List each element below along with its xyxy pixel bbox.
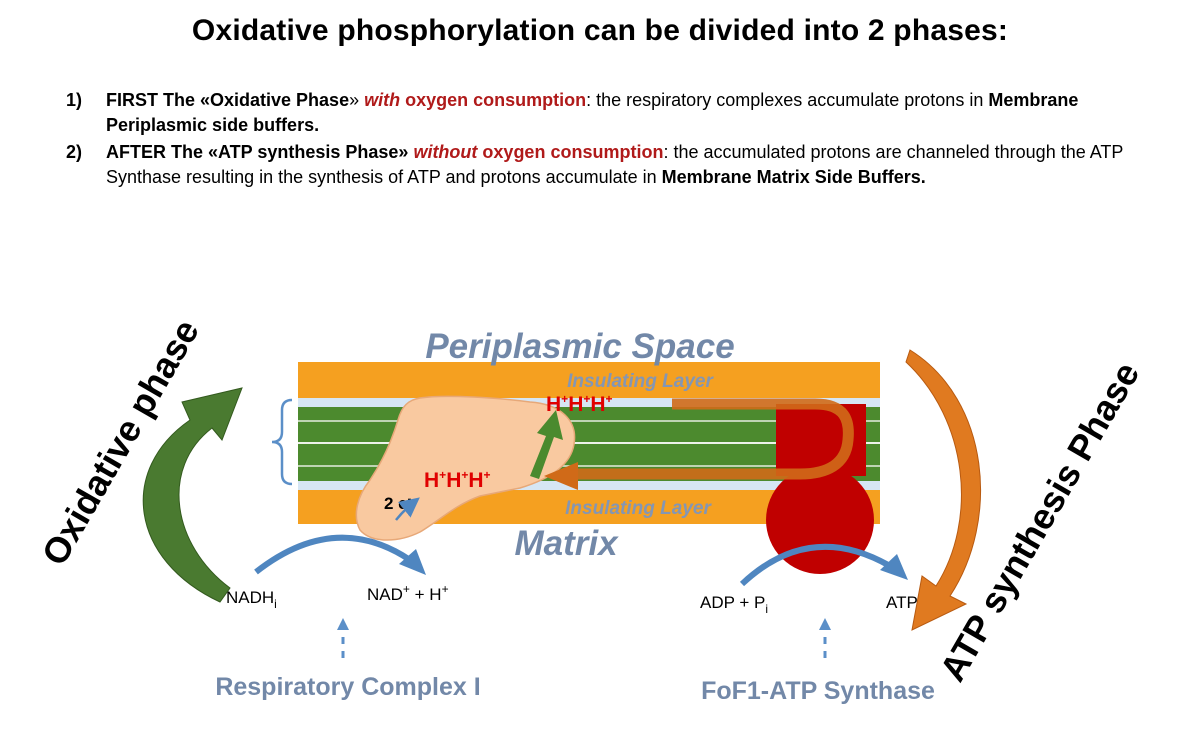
membrane-band-top <box>298 398 880 407</box>
complex-pointer-head <box>337 618 349 630</box>
atp-synthesis-phase-arrow <box>905 349 982 631</box>
proton-return-path <box>575 398 854 480</box>
atp-label: ATP <box>886 593 918 612</box>
insulating-layer-bottom-label: Insulating Layer <box>565 498 712 519</box>
atp-synthase-label: FoF1-ATP Synthase <box>701 677 935 705</box>
item-1-tail: Membrane Periplasmic side buffers. <box>106 90 1079 135</box>
nad-label: NAD+ + H+ <box>367 582 449 604</box>
item-1-qualifier: with <box>364 90 401 110</box>
synthase-reaction-arrowhead <box>880 554 908 580</box>
protons-mid: H+H+H+ <box>424 468 491 492</box>
proton-pump-arrow <box>530 410 563 479</box>
oxidative-phase-arrow <box>142 387 243 603</box>
item-2-qualifier: without <box>413 142 478 162</box>
item-1-lead: FIRST The «Oxidative Phase <box>106 90 350 110</box>
membrane-band-bottom <box>298 481 880 490</box>
complex-reaction-arc <box>254 534 412 575</box>
proton-return-arrowhead <box>544 462 578 490</box>
item-1-oxygen: oxygen consumption <box>400 90 587 110</box>
respiratory-complex-label: Respiratory Complex I <box>215 673 480 701</box>
list-number-1: 1) <box>66 90 83 110</box>
nadh-label: NADHi <box>226 588 277 611</box>
item-1-rest: : the respiratory complexes accumulate p… <box>586 90 989 110</box>
item-2-oxygen: oxygen consumption <box>477 142 664 162</box>
phase-list: 1) FIRST The «Oxidative Phase» with oxyg… <box>66 88 1176 192</box>
membrane-bracket <box>271 398 293 486</box>
item-1-close: » <box>349 90 360 110</box>
matrix-label: Matrix <box>514 524 619 563</box>
electrons-label: 2 e- <box>384 493 412 513</box>
synthase-pointer-head <box>819 618 831 630</box>
item-2-rest: : the accumulated protons are channeled … <box>106 142 1124 187</box>
periplasmic-space-label: Periplasmic Space <box>425 327 734 366</box>
list-number-2: 2) <box>66 142 83 162</box>
item-2-tail: Membrane Matrix Side Buffers. <box>661 167 926 187</box>
list-item-2: 2) AFTER The «ATP synthesis Phase» witho… <box>66 140 1176 190</box>
adp-label: ADP + Pi <box>700 593 768 616</box>
complex-reaction-arrowhead <box>399 549 426 575</box>
synthase-reaction-arc <box>739 543 892 587</box>
electron-arrow <box>395 497 420 521</box>
list-item-1: 1) FIRST The «Oxidative Phase» with oxyg… <box>66 88 1176 138</box>
page-title: Oxidative phosphorylation can be divided… <box>191 14 1009 47</box>
protons-top: H+H+H+ <box>546 392 613 416</box>
insulating-layer-top-label: Insulating Layer <box>567 371 714 392</box>
orange-layer-top <box>298 362 880 398</box>
item-2-lead: AFTER The «ATP synthesis Phase» <box>106 142 414 162</box>
